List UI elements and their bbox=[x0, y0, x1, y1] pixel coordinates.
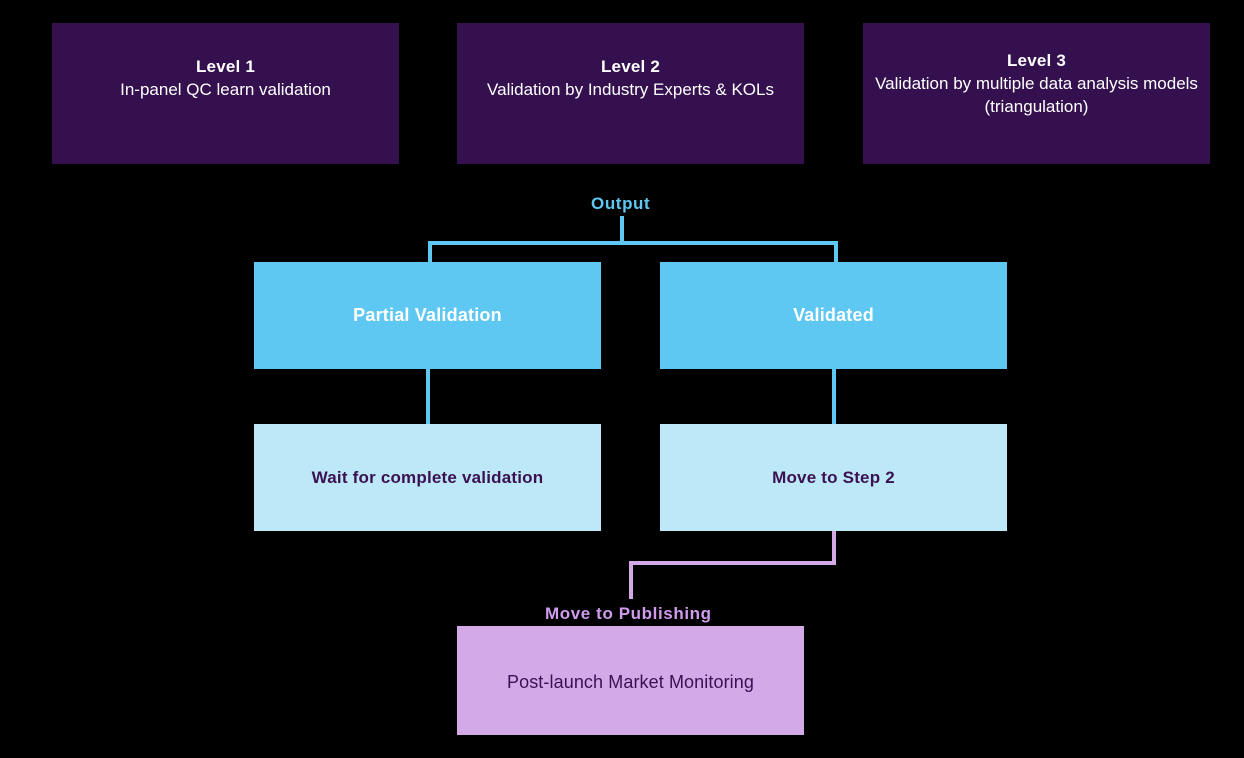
action-box-step2-content: Move to Step 2 bbox=[670, 468, 997, 488]
state-box-partial-validation-content: Partial Validation bbox=[264, 305, 591, 326]
level-box-3-title: Level 3 bbox=[1006, 51, 1067, 70]
state-box-partial-validation[interactable]: Partial Validation bbox=[254, 262, 601, 369]
connector-output-stem bbox=[620, 216, 624, 243]
level-box-1[interactable]: Level 1 In-panel QC learn validation bbox=[52, 23, 399, 164]
state-box-validated[interactable]: Validated bbox=[660, 262, 1007, 369]
connector-output-crossbar bbox=[428, 241, 838, 245]
level-box-1-content: Level 1 In-panel QC learn validation bbox=[62, 55, 389, 101]
connector-publishing-left-drop bbox=[629, 561, 633, 599]
connector-label-move-to-publishing: Move to Publishing bbox=[545, 604, 712, 623]
connector-output-left-drop bbox=[428, 241, 432, 265]
level-box-2[interactable]: Level 2 Validation by Industry Experts &… bbox=[457, 23, 804, 164]
action-box-wait-for-complete-validation[interactable]: Wait for complete validation bbox=[254, 424, 601, 531]
connector-publishing-crossbar bbox=[629, 561, 836, 565]
state-box-validated-content: Validated bbox=[670, 305, 997, 326]
final-box-content: Post-launch Market Monitoring bbox=[467, 672, 794, 693]
connector-publishing-right-drop bbox=[832, 531, 836, 564]
action-box-wait-label: Wait for complete validation bbox=[311, 467, 544, 487]
level-box-2-title: Level 2 bbox=[600, 56, 661, 76]
state-box-validated-label: Validated bbox=[793, 305, 874, 325]
action-box-move-to-step-2[interactable]: Move to Step 2 bbox=[660, 424, 1007, 531]
connector-validated-to-step2 bbox=[832, 369, 836, 424]
connector-publishing-to-final bbox=[457, 626, 804, 632]
action-box-wait-content: Wait for complete validation bbox=[264, 468, 591, 488]
action-box-step2-label: Move to Step 2 bbox=[772, 467, 895, 487]
final-box-post-launch-market-monitoring[interactable]: Post-launch Market Monitoring bbox=[457, 630, 804, 735]
level-box-2-content: Level 2 Validation by Industry Experts &… bbox=[467, 55, 794, 101]
state-box-partial-validation-label: Partial Validation bbox=[353, 305, 502, 325]
connector-partial-to-wait bbox=[426, 369, 430, 424]
level-box-2-description: Validation by Industry Experts & KOLs bbox=[487, 79, 774, 99]
level-box-1-title: Level 1 bbox=[195, 56, 256, 76]
connector-label-output: Output bbox=[591, 194, 651, 213]
final-box-label: Post-launch Market Monitoring bbox=[506, 672, 754, 692]
level-box-3[interactable]: Level 3 Validation by multiple data anal… bbox=[863, 23, 1210, 164]
connector-output-right-drop bbox=[834, 241, 838, 265]
level-box-3-description: Validation by multiple data analysis mod… bbox=[875, 74, 1198, 116]
level-box-1-description: In-panel QC learn validation bbox=[120, 79, 331, 99]
level-box-3-content: Level 3 Validation by multiple data anal… bbox=[873, 49, 1200, 118]
